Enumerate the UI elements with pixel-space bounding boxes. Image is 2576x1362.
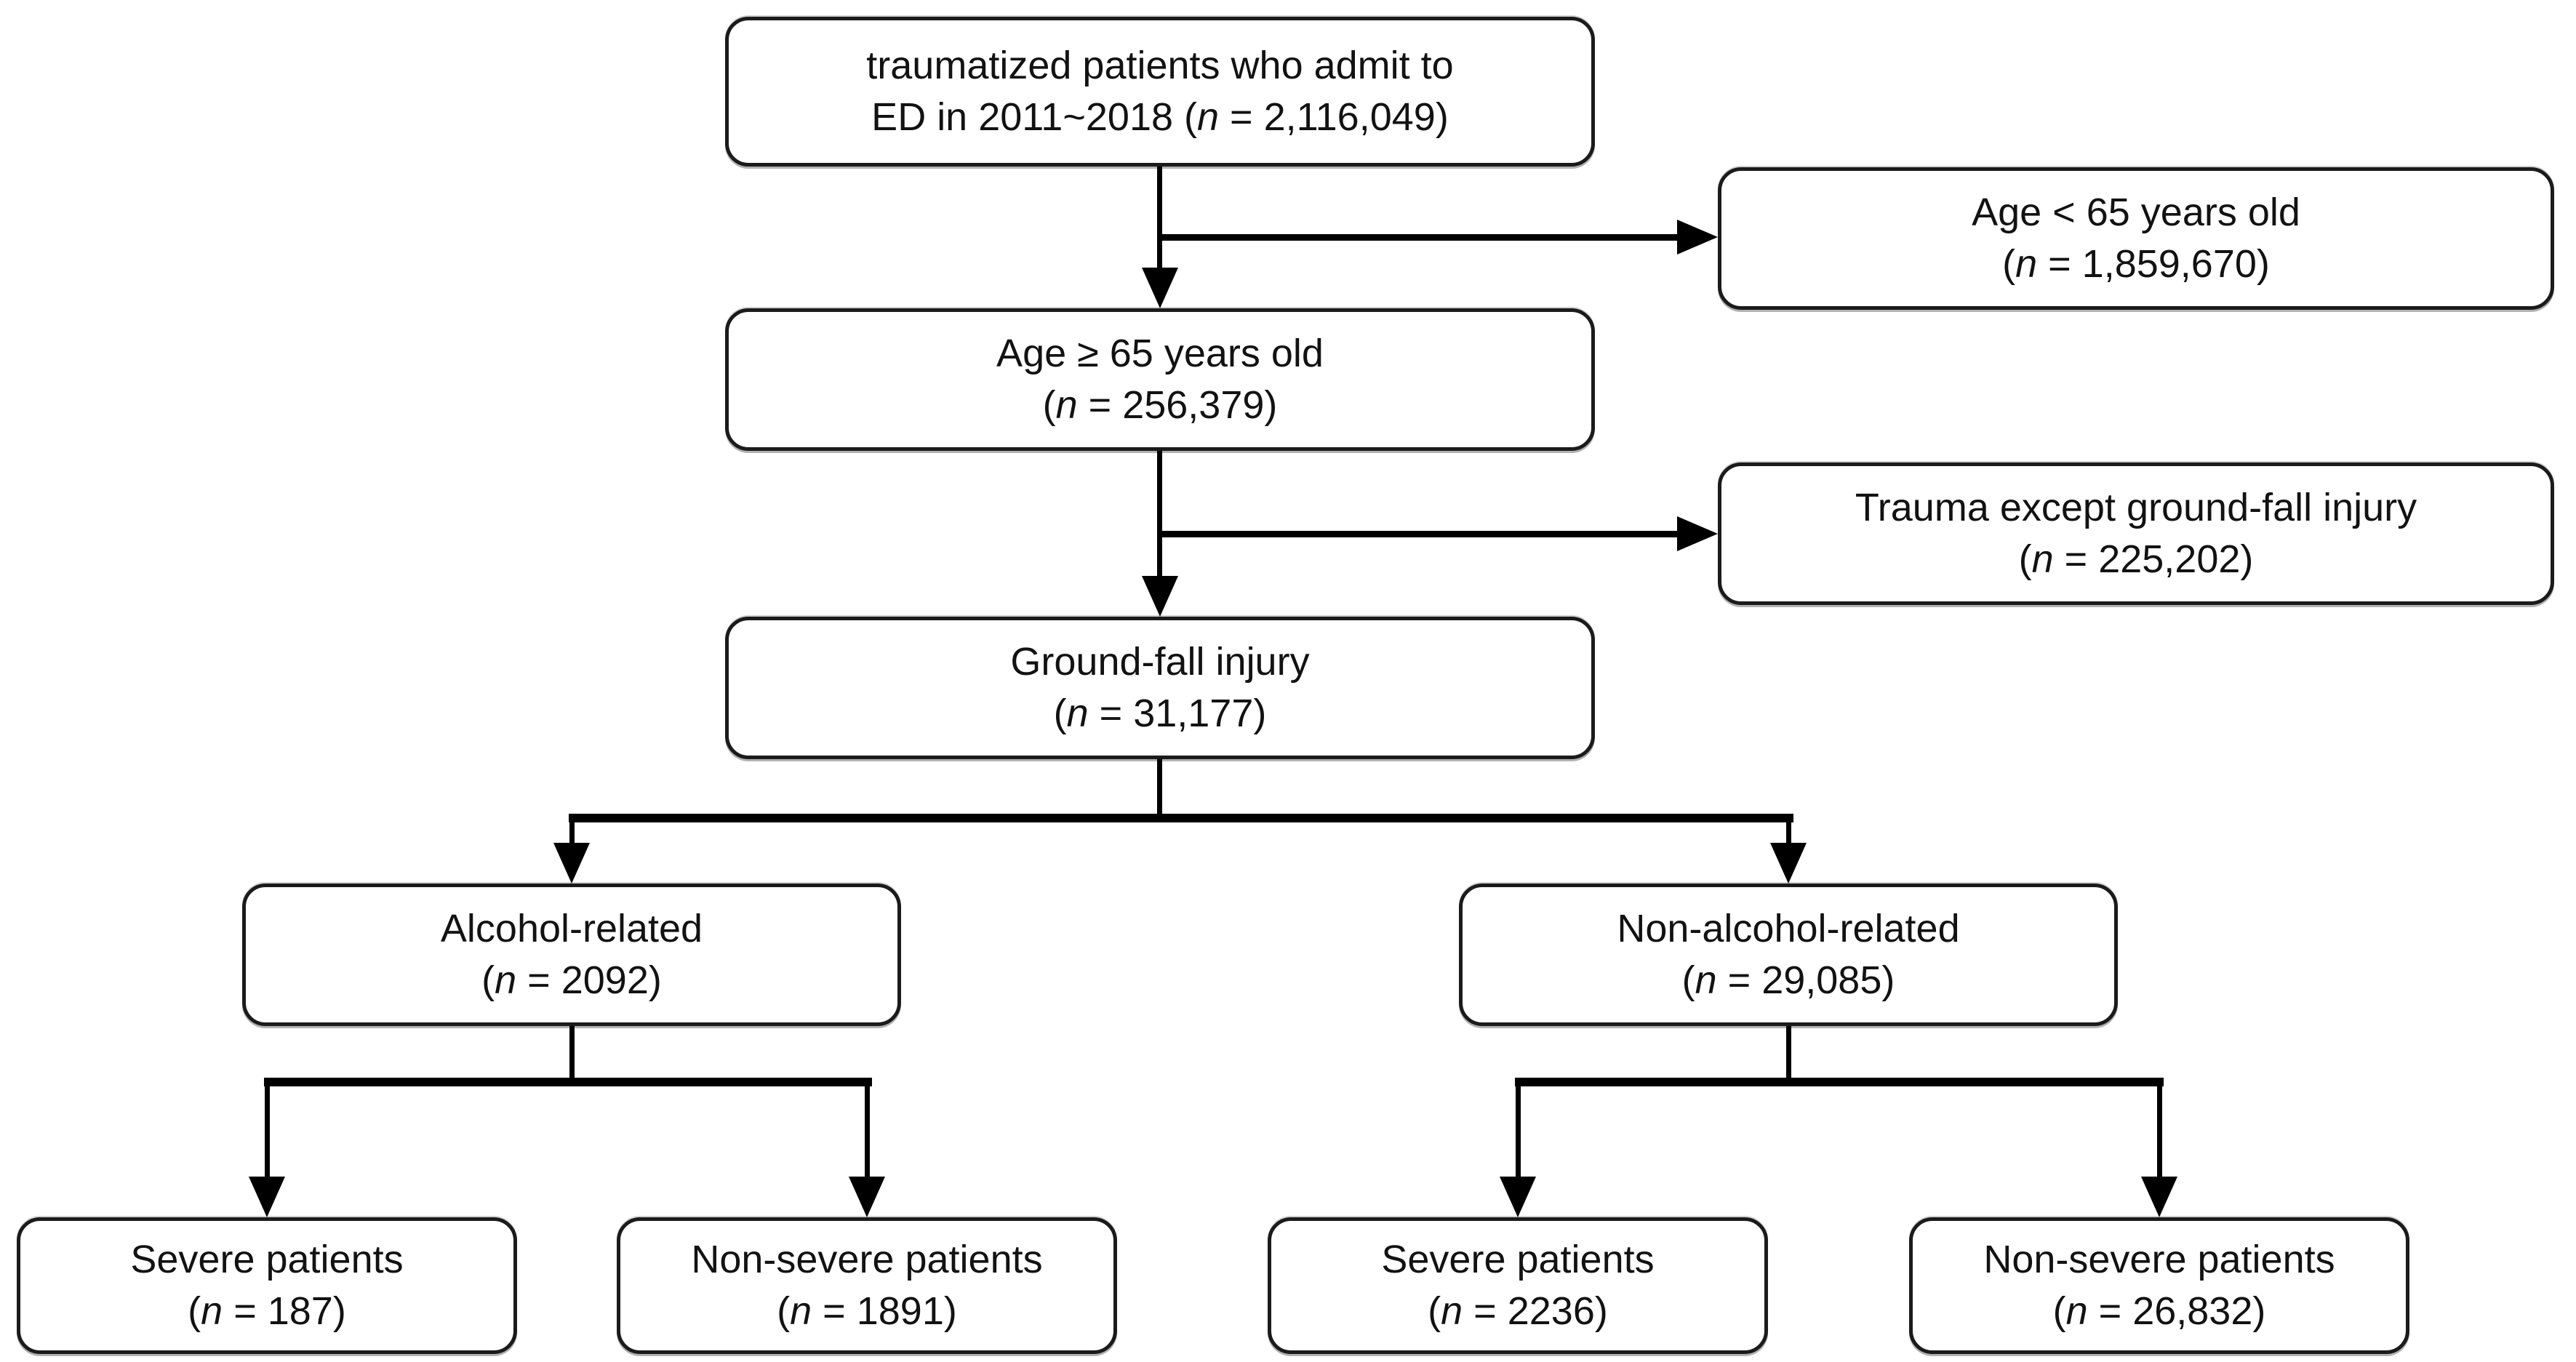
node-source-label: traumatized patients who admit to: [866, 43, 1454, 87]
node-trauma-except-label: Trauma except ground-fall injury: [1855, 485, 2417, 529]
arrowhead-down-alcohol-severe: [249, 1177, 285, 1217]
n-equals: (n = 31,177): [1053, 692, 1267, 735]
arrowhead-right-trauma-except: [1677, 516, 1718, 551]
arrowhead-down-alcohol-non-severe: [849, 1177, 885, 1217]
connector-age-over-65-to-ground-fall: [1157, 451, 1162, 577]
n-equals: (n = 2236): [1428, 1289, 1608, 1333]
node-ground-fall-label: Ground-fall injury: [1010, 639, 1310, 684]
connector-source-to-age-over-65: [1157, 167, 1162, 269]
node-alcohol-severe: Severe patients (n = 187): [17, 1217, 517, 1354]
connector-drop-non-alcohol-severe: [1516, 1082, 1521, 1178]
connector-ground-fall-stem: [1157, 759, 1162, 822]
node-age-under-65-count: (n = 1,859,670): [2002, 239, 2270, 290]
node-non-alcohol-non-severe-count: (n = 26,832): [2053, 1286, 2266, 1337]
arrowhead-down-non-alcohol-non-severe: [2141, 1177, 2177, 1217]
connector-drop-alcohol: [569, 818, 575, 844]
connector-drop-alcohol-severe: [265, 1082, 270, 1178]
n-equals: (n = 2092): [481, 958, 662, 1002]
node-non-alcohol-severe-count: (n = 2236): [1428, 1286, 1608, 1337]
arrowhead-down-non-alcohol: [1770, 843, 1807, 884]
node-age-over-65-count: (n = 256,379): [1043, 380, 1278, 431]
connector-branch-age-under-65: [1160, 234, 1679, 241]
node-age-over-65: Age ≥ 65 years old (n = 256,379): [725, 308, 1595, 451]
connector-alcohol-stem: [569, 1026, 575, 1082]
node-alcohol-non-severe: Non-severe patients (n = 1891): [617, 1217, 1117, 1354]
node-age-under-65-label: Age < 65 years old: [1972, 190, 2300, 234]
n-equals: (n = 29,085): [1681, 958, 1895, 1002]
n-equals: (n = 2,116,049): [1184, 95, 1449, 139]
node-trauma-except-count: (n = 225,202): [2019, 534, 2254, 585]
node-non-alcohol: Non-alcohol-related (n = 29,085): [1459, 884, 2118, 1026]
arrowhead-down-age-over-65: [1142, 268, 1178, 308]
connector-drop-alcohol-non-severe: [865, 1082, 870, 1178]
node-age-under-65: Age < 65 years old (n = 1,859,670): [1718, 167, 2554, 310]
node-non-alcohol-label: Non-alcohol-related: [1617, 906, 1960, 950]
node-non-alcohol-non-severe-label: Non-severe patients: [1983, 1237, 2335, 1281]
node-age-over-65-label: Age ≥ 65 years old: [996, 331, 1324, 375]
node-ground-fall-count: (n = 31,177): [1054, 688, 1267, 740]
n-equals: (n = 187): [188, 1289, 346, 1333]
node-non-alcohol-severe-label: Severe patients: [1381, 1237, 1655, 1281]
connector-drop-non-alcohol-non-severe: [2157, 1082, 2162, 1178]
node-alcohol-label: Alcohol-related: [440, 906, 703, 950]
node-non-alcohol-severe: Severe patients (n = 2236): [1268, 1217, 1768, 1354]
arrowhead-down-non-alcohol-severe: [1500, 1177, 1536, 1217]
arrowhead-down-ground-fall: [1142, 576, 1178, 617]
connector-non-alcohol-stem: [1786, 1026, 1791, 1082]
node-trauma-except: Trauma except ground-fall injury (n = 22…: [1718, 462, 2554, 605]
n-equals: (n = 1891): [777, 1289, 957, 1333]
connector-branch-trauma-except: [1160, 531, 1679, 537]
n-equals: (n = 1,859,670): [2002, 242, 2270, 286]
node-alcohol-non-severe-label: Non-severe patients: [691, 1237, 1043, 1281]
node-source-label2: ED in 2011~2018: [871, 95, 1185, 139]
node-alcohol: Alcohol-related (n = 2092): [242, 884, 901, 1026]
node-non-alcohol-non-severe: Non-severe patients (n = 26,832): [1909, 1217, 2409, 1354]
n-equals: (n = 225,202): [2018, 537, 2254, 581]
connector-split-bar-non-alcohol: [1515, 1078, 2164, 1086]
node-source: traumatized patients who admit to ED in …: [725, 17, 1595, 167]
node-alcohol-non-severe-count: (n = 1891): [777, 1286, 957, 1337]
node-alcohol-count: (n = 2092): [481, 955, 662, 1006]
node-non-alcohol-count: (n = 29,085): [1682, 955, 1895, 1006]
arrowhead-right-age-under-65: [1677, 220, 1718, 255]
n-equals: (n = 26,832): [2052, 1289, 2266, 1333]
node-ground-fall: Ground-fall injury (n = 31,177): [725, 617, 1595, 759]
connector-split-bar-level1: [569, 814, 1793, 822]
arrowhead-down-alcohol: [553, 843, 590, 884]
connector-drop-non-alcohol: [1786, 818, 1791, 844]
n-equals: (n = 256,379): [1042, 383, 1278, 427]
connector-split-bar-alcohol: [264, 1078, 872, 1086]
node-source-count: ED in 2011~2018 (n = 2,116,049): [871, 92, 1449, 143]
node-alcohol-severe-label: Severe patients: [130, 1237, 404, 1281]
node-alcohol-severe-count: (n = 187): [188, 1286, 346, 1337]
